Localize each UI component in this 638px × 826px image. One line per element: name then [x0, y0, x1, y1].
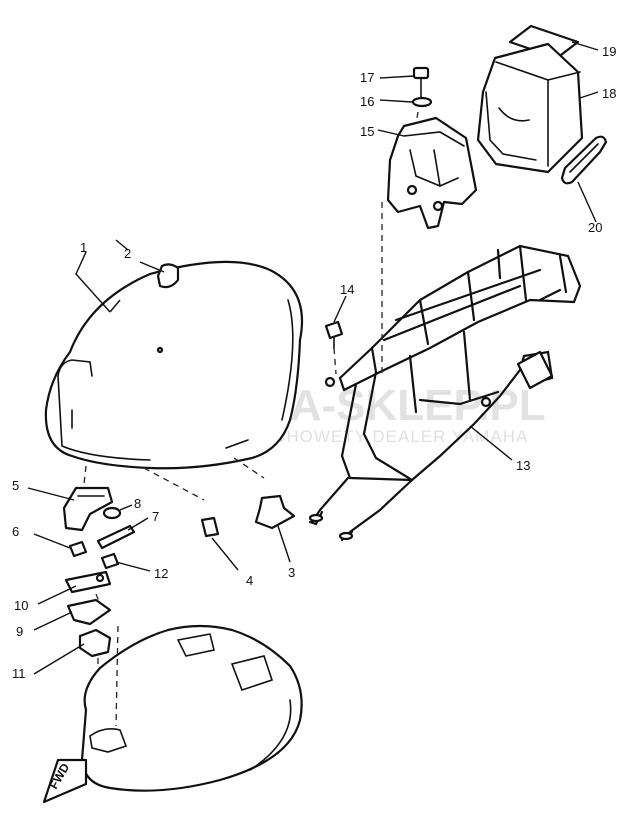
part-9-bracket — [66, 598, 112, 626]
part-12-nut — [100, 552, 120, 570]
part-8-collar — [102, 506, 122, 520]
callout-3: 3 — [288, 565, 295, 580]
callout-10: 10 — [14, 598, 28, 613]
callout-14: 14 — [340, 282, 354, 297]
callout-17: 17 — [360, 70, 374, 85]
part-5-hinge — [62, 486, 114, 532]
callout-6: 6 — [12, 524, 19, 539]
part-20-rubber-band — [560, 135, 608, 185]
part-16-washer — [411, 96, 433, 108]
part-3-damper — [254, 494, 296, 530]
part-7-bolt — [96, 524, 136, 550]
part-18-battery-box — [476, 42, 584, 174]
callout-8: 8 — [134, 496, 141, 511]
callout-19: 19 — [602, 44, 616, 59]
part-1-seat — [44, 260, 304, 470]
part-10-plate — [64, 570, 112, 594]
assembly-lines — [83, 111, 419, 727]
part-4-spacer — [200, 516, 220, 538]
callouts: 1 2 3 4 5 6 7 8 9 10 11 12 13 14 15 16 1… — [12, 44, 616, 681]
callout-13: 13 — [516, 458, 530, 473]
callout-9: 9 — [16, 624, 23, 639]
callout-5: 5 — [12, 478, 19, 493]
part-6-nut — [68, 540, 88, 558]
callout-12: 12 — [154, 566, 168, 581]
part-17-bolt — [412, 66, 430, 99]
seat-base — [80, 624, 303, 792]
callout-18: 18 — [602, 86, 616, 101]
callout-16: 16 — [360, 94, 374, 109]
part-11-block — [78, 628, 112, 658]
callout-1: 1 — [80, 240, 87, 255]
callout-11: 11 — [12, 666, 26, 681]
callout-2: 2 — [124, 246, 131, 261]
part-15-bracket — [386, 116, 478, 230]
callout-7: 7 — [152, 509, 159, 524]
callout-15: 15 — [360, 124, 374, 139]
leader-lines — [27, 41, 599, 675]
fwd-arrow-icon: FWD — [42, 758, 88, 804]
callout-20: 20 — [588, 220, 602, 235]
part-2-bumper — [156, 263, 180, 289]
part-14-bolt — [324, 320, 344, 349]
part-13-frame — [308, 244, 582, 542]
callout-4: 4 — [246, 573, 253, 588]
